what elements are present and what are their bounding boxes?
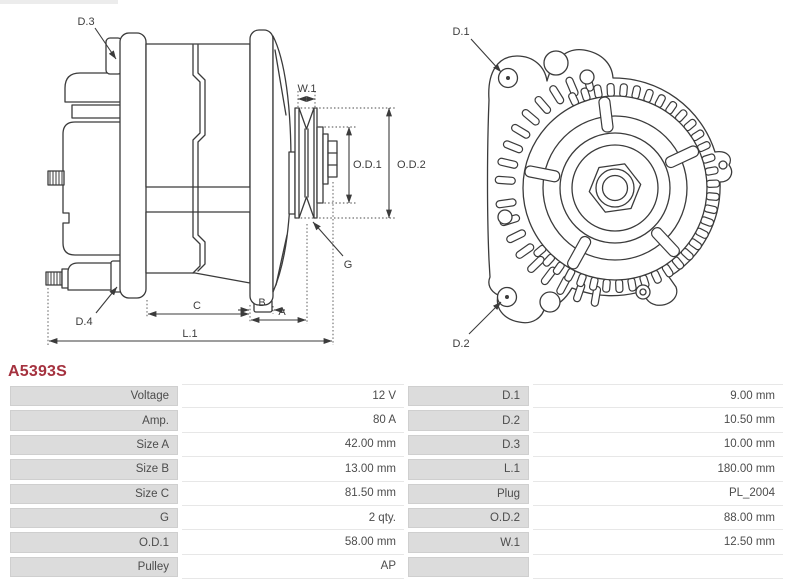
- spec-value: 10.50 mm: [533, 408, 783, 433]
- case-seam: [192, 44, 201, 274]
- technical-diagram: D.3 W.1 O.D.1 O.D.2 G D.4 C B A L.1: [45, 16, 733, 350]
- ear-hole-top: [543, 50, 569, 76]
- spec-value: 2 qty.: [182, 505, 404, 531]
- spec-label: O.D.2: [408, 507, 529, 529]
- watermark-artifact: [0, 0, 118, 4]
- shaft: [288, 151, 296, 215]
- dim-label-w1: W.1: [298, 83, 317, 95]
- spec-label: W.1: [408, 532, 529, 553]
- dim-label-od2: O.D.2: [397, 159, 426, 171]
- rear-plug-slot: [71, 104, 124, 119]
- pulley: [294, 107, 318, 219]
- spec-value: 12.50 mm: [533, 530, 783, 555]
- mounting-plate-rear: [119, 32, 147, 299]
- dim-label-c: C: [193, 300, 201, 312]
- dim-label-d2: D.2: [452, 338, 469, 350]
- spec-value: 9.00 mm: [533, 384, 783, 409]
- side-view: D.3 W.1 O.D.1 O.D.2 G D.4 C B A L.1: [45, 16, 426, 345]
- rear-housing-body: [62, 121, 124, 256]
- ear-hole-bottom: [539, 291, 561, 313]
- spec-value: 81.50 mm: [182, 481, 404, 506]
- spec-value: 12 V: [182, 384, 404, 409]
- lower-bracket: [67, 262, 114, 291]
- spec-label: O.D.1: [10, 532, 178, 553]
- dim-label-a: A: [278, 306, 286, 318]
- spec-value: 58.00 mm: [182, 530, 404, 555]
- spec-value: AP: [182, 554, 404, 579]
- spec-value: PL_2004: [533, 481, 783, 506]
- spec-label: G: [10, 507, 178, 529]
- part-number: A5393S: [8, 363, 68, 380]
- drive-end-bell: [272, 35, 292, 293]
- hole-center-dot: [505, 295, 509, 299]
- pulley-hub: [316, 126, 324, 204]
- stator-block-lower: [145, 211, 251, 284]
- dim-label-od1: O.D.1: [353, 159, 382, 171]
- rear-housing-cap: [64, 72, 123, 103]
- spec-value: 80 A: [182, 408, 404, 433]
- spec-label: Voltage: [10, 386, 178, 407]
- spec-label: D.2: [408, 410, 529, 431]
- spec-label: Size C: [10, 483, 178, 504]
- spec-label: L.1: [408, 459, 529, 480]
- dim-label-l1: L.1: [182, 328, 197, 340]
- spec-value: 88.00 mm: [533, 505, 783, 531]
- spec-value: [533, 554, 783, 579]
- terminal-stud-top: [47, 170, 65, 186]
- spec-label: [408, 556, 529, 578]
- spec-label: Plug: [408, 483, 529, 504]
- dim-label-d3: D.3: [77, 16, 94, 28]
- terminal-stud-bottom: [45, 268, 70, 289]
- spec-label: D.1: [408, 386, 529, 407]
- dim-label-d4: D.4: [75, 316, 92, 328]
- fan-spokes: [524, 96, 700, 270]
- hole-center-dot: [506, 76, 510, 80]
- dim-label-g: G: [344, 259, 353, 271]
- spec-label: Amp.: [10, 410, 178, 431]
- spec-label: Size B: [10, 459, 178, 480]
- front-view: D.1 D.2: [452, 26, 733, 350]
- shaft-washer: [322, 133, 329, 185]
- spec-value: 180.00 mm: [533, 457, 783, 482]
- dim-label-b: B: [258, 297, 265, 309]
- spec-label: Size A: [10, 434, 178, 456]
- spec-value: 10.00 mm: [533, 432, 783, 458]
- vent-slots: [494, 70, 602, 307]
- mounting-plate-front: [249, 29, 274, 306]
- tab-hole: [718, 160, 728, 170]
- dim-label-d1: D.1: [452, 26, 469, 38]
- shaft-nut: [327, 140, 338, 178]
- spec-value: 42.00 mm: [182, 432, 404, 458]
- spec-label: D.3: [408, 434, 529, 456]
- spec-label: Pulley: [10, 556, 178, 578]
- spec-value: 13.00 mm: [182, 457, 404, 482]
- side-hole: [497, 209, 513, 225]
